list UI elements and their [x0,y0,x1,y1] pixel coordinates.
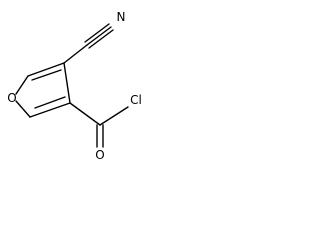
bond-cn-triple-2 [84,23,110,43]
bond-c2-c3 [27,62,65,77]
bond-o-c2 [15,75,29,95]
bond-cn-triple-3 [88,29,114,49]
bond-c2-c3-inner [31,69,62,81]
ring-oxygen-label: O [7,91,16,105]
nitrogen-label: N [117,10,126,24]
structure-diagram: N O O Cl [7,10,142,162]
bond-c4-c5-inner [34,96,66,109]
bond-c3-cn [63,44,88,64]
chlorine-label: Cl [130,93,142,107]
bond-c4-c5 [29,102,71,118]
bond-carbonyl-cl [99,106,129,126]
carbonyl-oxygen-label: O [95,148,104,162]
bond-c3-c4 [63,62,71,104]
bond-c5-o [15,100,31,118]
bond-c4-carbonyl [69,102,101,126]
bond-cn-triple-1 [86,26,112,46]
